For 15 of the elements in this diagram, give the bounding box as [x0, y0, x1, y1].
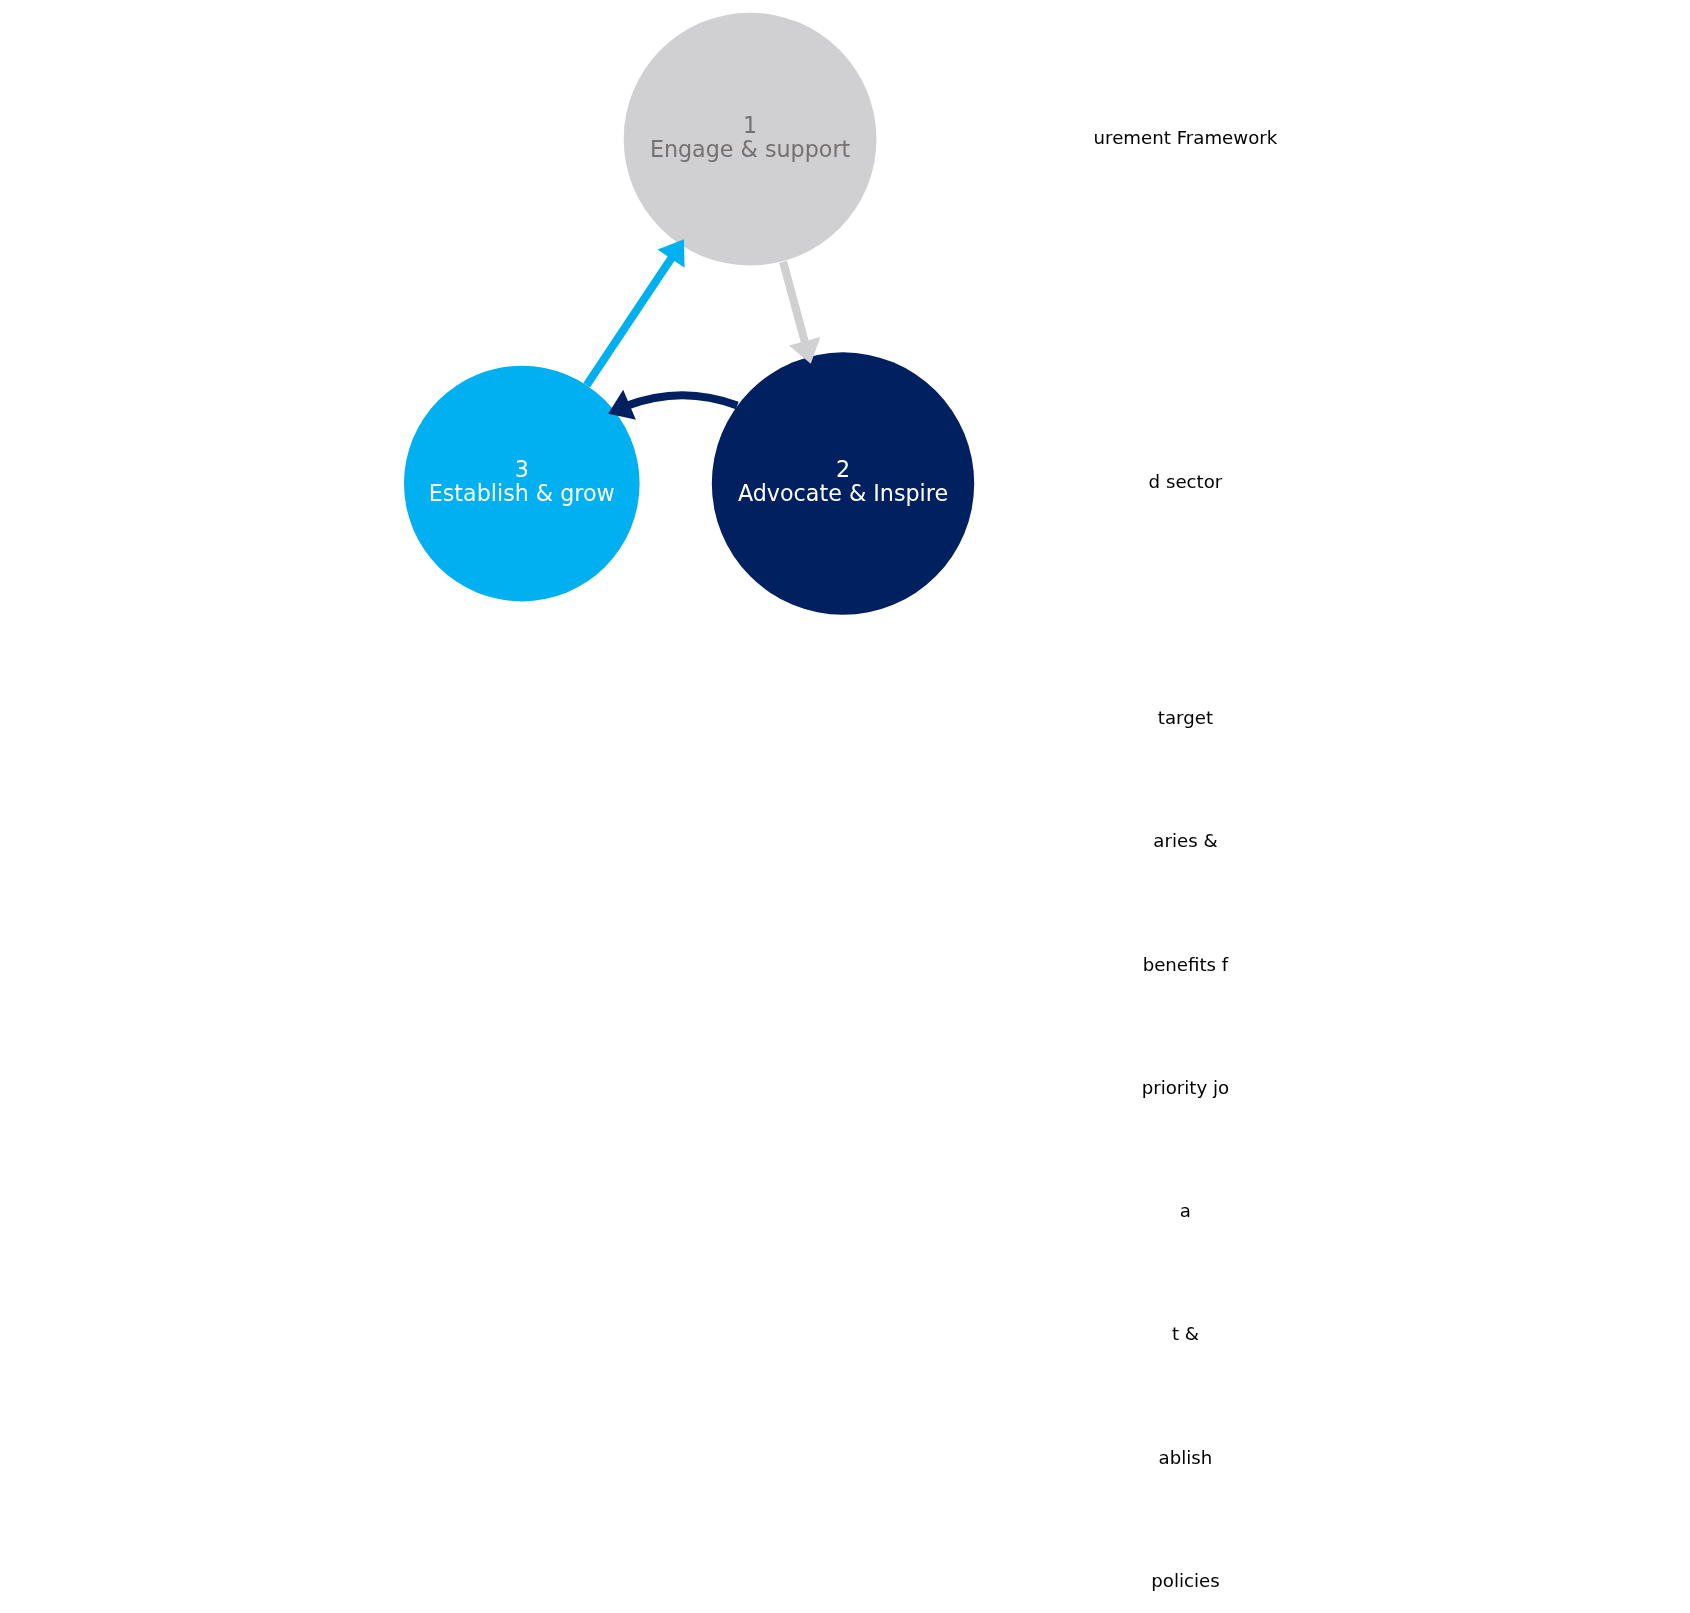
arrow	[583, 239, 685, 388]
node-circle: 2 Advocate & Inspire	[711, 352, 975, 615]
label: t &	[1171, 1323, 1199, 1345]
arrow	[779, 260, 821, 364]
label: a	[1179, 1200, 1192, 1222]
label: urement Framework	[1093, 126, 1278, 148]
label: target	[1157, 707, 1214, 729]
node-circle: 3 Establish & grow	[404, 365, 640, 602]
label: ablish	[1158, 1446, 1213, 1468]
label: aries &	[1153, 830, 1218, 852]
label: policies	[1151, 1569, 1220, 1591]
label: priority jo	[1141, 1076, 1230, 1098]
label: benefits f	[1142, 953, 1229, 975]
label: d sector	[1148, 471, 1223, 493]
arrow	[608, 389, 739, 420]
